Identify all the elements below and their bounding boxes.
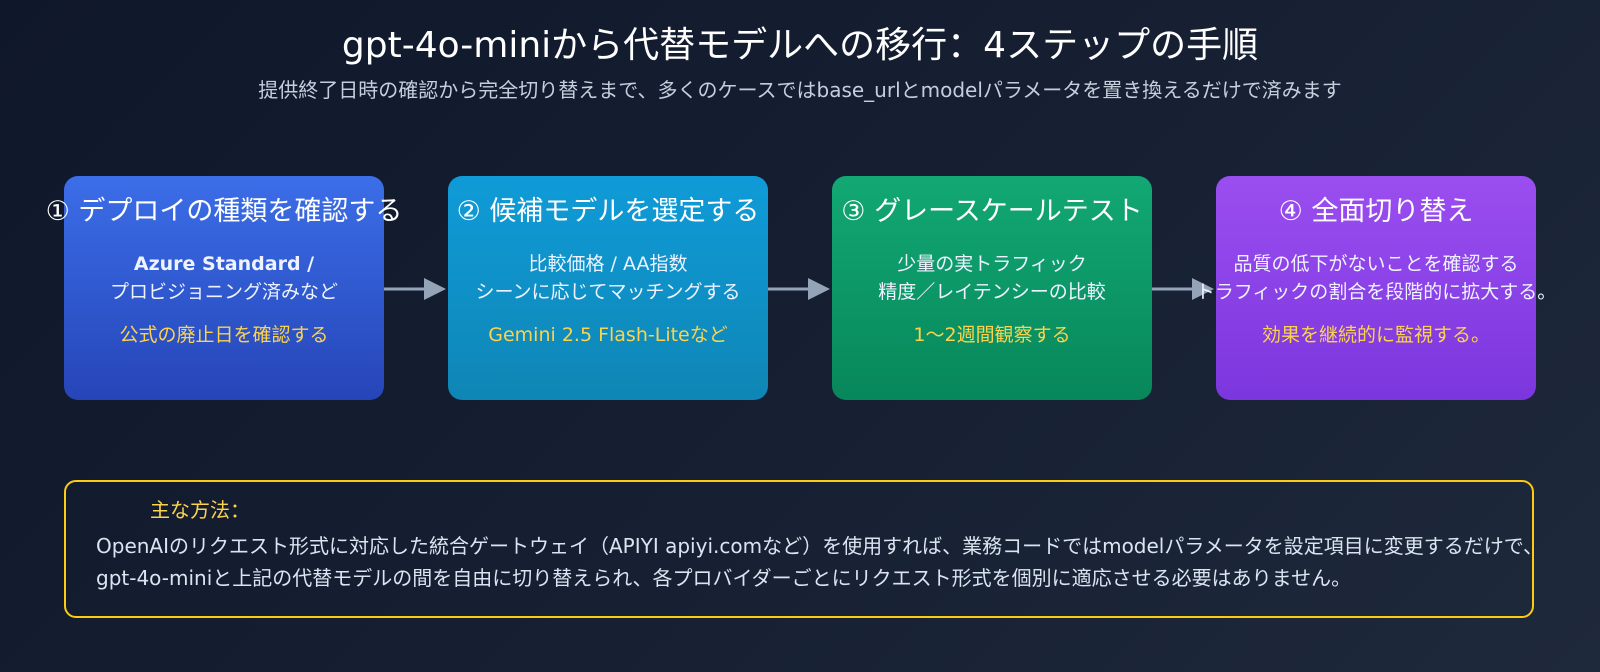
step-title: ④ 全面切り替え	[1278, 196, 1474, 227]
step-card-3: ③ グレースケールテスト 少量の実トラフィック 精度／レイテンシーの比較 1〜2…	[832, 176, 1152, 400]
step-line-1: 品質の低下がないことを確認する	[1233, 253, 1519, 275]
step-title: ③ グレースケールテスト	[841, 196, 1143, 227]
arrow-right-icon	[1152, 277, 1216, 301]
method-label: 主な方法：	[150, 498, 250, 522]
arrow-right-icon	[384, 277, 448, 301]
method-line-2: gpt-4o-miniと上記の代替モデルの間を自由に切り替えられ、各プロバイダー…	[96, 566, 1352, 590]
step-description: 比較価格 / AA指数 シーンに応じてマッチングする	[408, 250, 808, 306]
step-line-2: シーンに応じてマッチングする	[475, 281, 741, 303]
step-highlight: 公式の廃止日を確認する	[119, 324, 329, 346]
step-description: 少量の実トラフィック 精度／レイテンシーの比較	[792, 250, 1192, 306]
diagram-title: gpt-4o-miniから代替モデルへの移行：4ステップの手順	[341, 25, 1259, 66]
step-highlight: 効果を継続的に監視する。	[1261, 324, 1490, 346]
step-card-2: ② 候補モデルを選定する 比較価格 / AA指数 シーンに応じてマッチングする …	[448, 176, 768, 400]
method-line-1: OpenAIのリクエスト形式に対応した統合ゲートウェイ（APIYI apiyi.…	[96, 534, 1543, 558]
step-line-2: 精度／レイテンシーの比較	[878, 281, 1106, 303]
method-callout: 主な方法： OpenAIのリクエスト形式に対応した統合ゲートウェイ（APIYI …	[64, 480, 1543, 618]
arrow-right-icon	[768, 277, 832, 301]
step-line-1: 少量の実トラフィック	[897, 253, 1087, 275]
step-title: ① デプロイの種類を確認する	[45, 196, 403, 227]
step-card-1: ① デプロイの種類を確認する Azure Standard / プロビジョニング…	[46, 176, 402, 400]
step-line-2: トラフィックの割合を段階的に拡大する。	[1195, 281, 1557, 303]
step-highlight: Gemini 2.5 Flash-Liteなど	[488, 324, 728, 346]
method-description: OpenAIのリクエスト形式に対応した統合ゲートウェイ（APIYI apiyi.…	[96, 530, 1566, 594]
step-line-1: 比較価格 / AA指数	[528, 253, 688, 275]
step-card-4: ④ 全面切り替え 品質の低下がないことを確認する トラフィックの割合を段階的に拡…	[1196, 176, 1556, 400]
step-title: ② 候補モデルを選定する	[456, 196, 760, 227]
step-line-1: Azure Standard /	[133, 253, 315, 275]
step-line-2: プロビジョニング済みなど	[109, 281, 338, 303]
step-description: Azure Standard / プロビジョニング済みなど	[24, 250, 424, 306]
step-description: 品質の低下がないことを確認する トラフィックの割合を段階的に拡大する。	[1176, 250, 1576, 306]
diagram-subtitle: 提供終了日時の確認から完全切り替えまで、多くのケースではbase_urlとmod…	[258, 78, 1342, 102]
step-highlight: 1〜2週間観察する	[913, 324, 1071, 346]
